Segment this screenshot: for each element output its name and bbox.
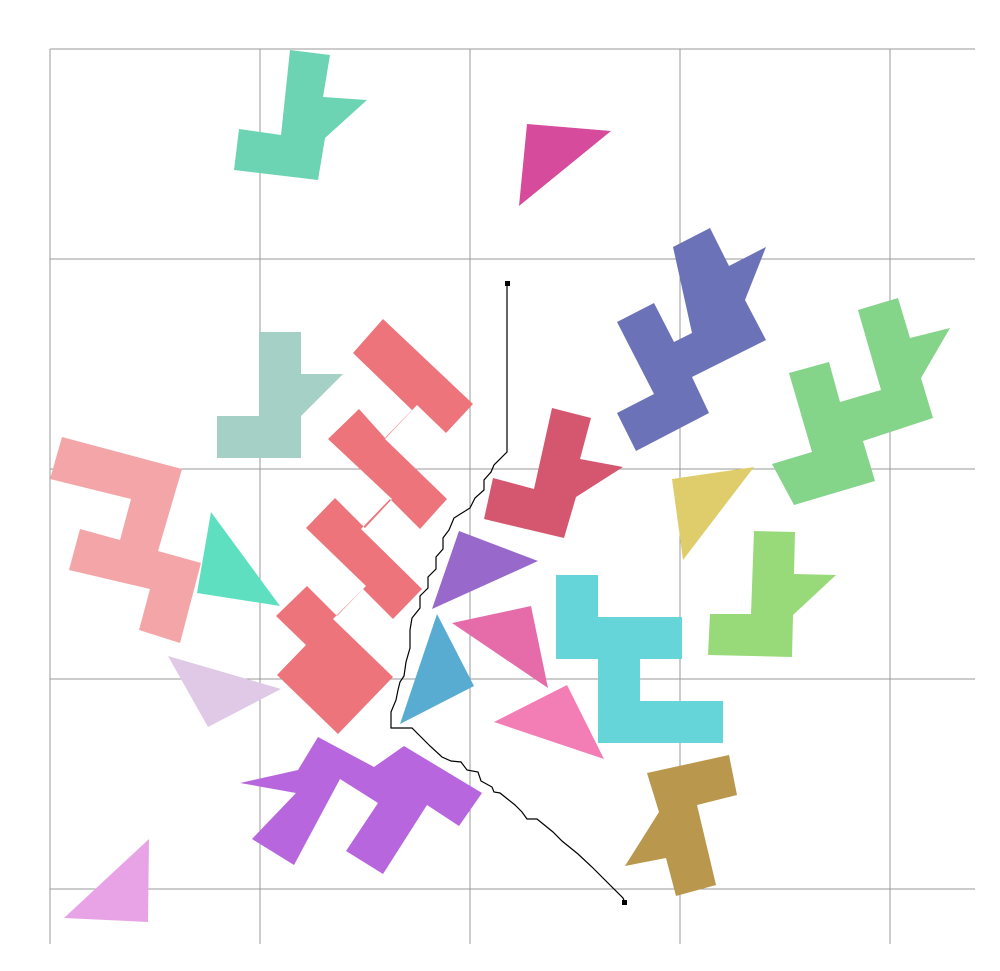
shapes xyxy=(50,50,950,922)
teal-polyomino-top xyxy=(234,50,367,180)
rose-triangle xyxy=(452,606,548,688)
violet-polyomino xyxy=(240,737,482,874)
green-polyomino-right xyxy=(772,298,950,505)
cyan-polyomino xyxy=(556,575,723,743)
crimson-polyomino xyxy=(484,408,623,538)
lime-polyomino xyxy=(708,531,836,657)
bronze-polyomino xyxy=(625,755,737,896)
orchid-triangle xyxy=(64,839,149,922)
pink-triangle-lower xyxy=(494,685,604,759)
coral-polyomino-large xyxy=(276,319,473,734)
route-path xyxy=(390,283,626,904)
yellow-triangle xyxy=(672,467,754,560)
sage-polyomino xyxy=(217,332,343,458)
pink-polyomino-left xyxy=(50,437,201,643)
lilac-triangle xyxy=(168,656,281,727)
purple-triangle xyxy=(432,531,538,609)
route-end-marker xyxy=(622,900,627,905)
route-start-marker xyxy=(505,281,510,286)
navy-polyomino xyxy=(617,228,766,451)
mint-triangle xyxy=(197,512,280,606)
magenta-triangle-top xyxy=(519,124,611,206)
route xyxy=(390,281,627,905)
blue-triangle xyxy=(400,614,474,724)
